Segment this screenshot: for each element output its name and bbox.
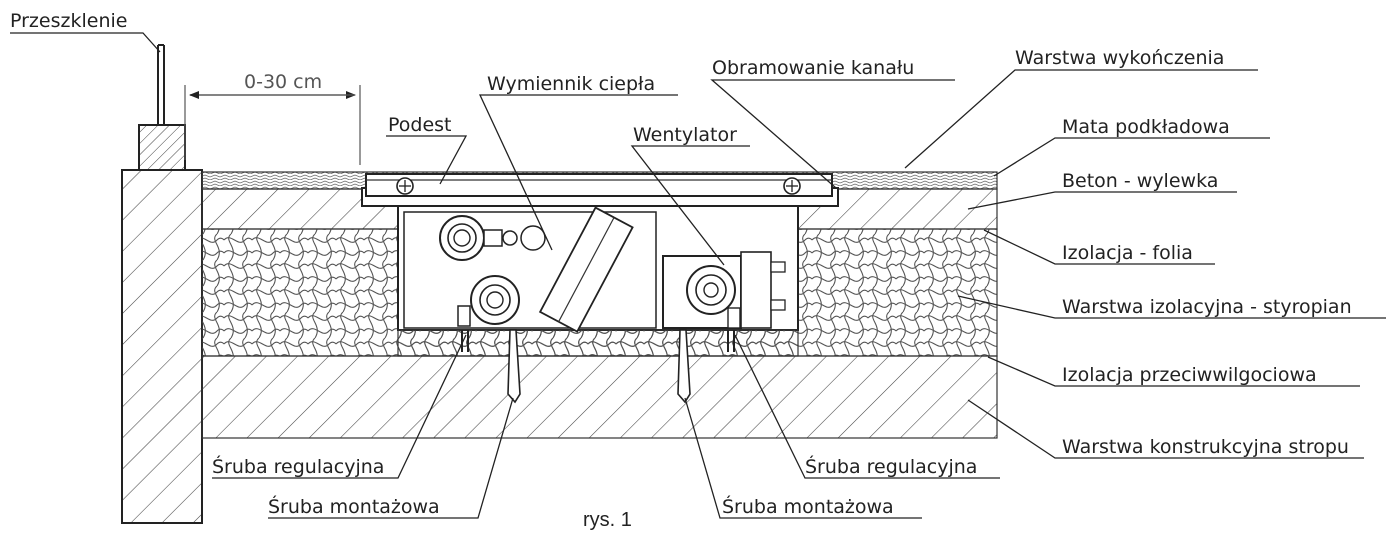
label-heat-exchanger: Wymiennik ciepła — [487, 73, 655, 95]
label-finish-layer: Warstwa wykończenia — [1015, 47, 1224, 69]
label-adjusting-screw-left: Śruba regulacyjna — [212, 454, 384, 478]
label-insulation-styrofoam: Warstwa izolacyjna - styropian — [1062, 296, 1352, 318]
label-fan: Wentylator — [633, 124, 737, 146]
dimension-distance — [184, 85, 361, 165]
label-mounting-screw-left: Śruba montażowa — [268, 494, 440, 518]
label-platform: Podest — [388, 114, 452, 136]
figure-caption: rys. 1 — [583, 509, 632, 531]
channel-frame — [365, 173, 833, 197]
label-concrete-screed: Beton - wylewka — [1062, 170, 1218, 192]
heat-exchanger — [439, 206, 634, 333]
label-structural-layer: Warstwa konstrukcyjna stropu — [1062, 436, 1349, 458]
wall — [121, 44, 203, 524]
fan — [662, 251, 786, 329]
leader-lines — [10, 32, 1386, 519]
label-distance: 0-30 cm — [244, 71, 322, 93]
label-adjusting-screw-right: Śruba regulacyjna — [805, 454, 977, 478]
label-underlay-mat: Mata podkładowa — [1062, 116, 1230, 138]
label-damp-proofing: Izolacja przeciwwilgociowa — [1062, 364, 1317, 386]
label-insulation-foil: Izolacja - folia — [1062, 242, 1193, 264]
label-mounting-screw-right: Śruba montażowa — [722, 494, 894, 518]
label-glazing: Przeszklenie — [10, 10, 127, 32]
screws — [461, 329, 735, 404]
label-channel-frame: Obramowanie kanału — [712, 57, 914, 79]
